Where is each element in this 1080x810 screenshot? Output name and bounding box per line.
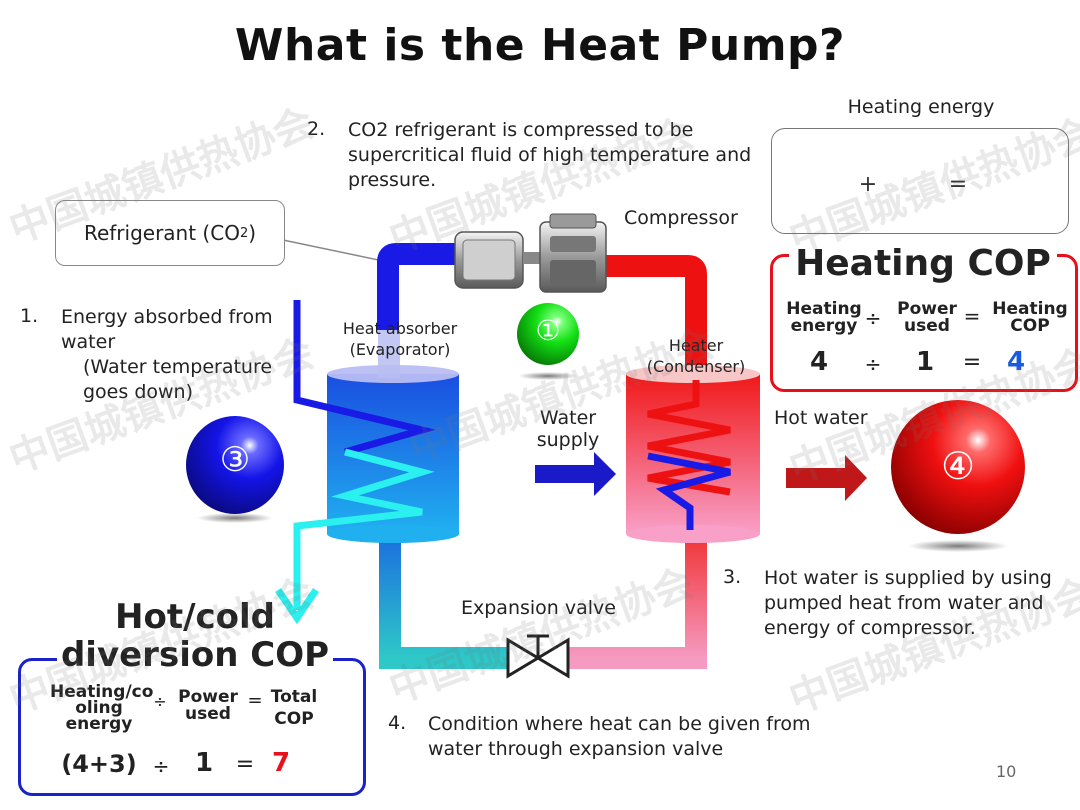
heating-cop-result: 4 [1006, 347, 1026, 377]
hot-water-arrow [786, 455, 867, 501]
diversion-cop-value2: 1 [194, 748, 214, 778]
water-supply-label: Water supply [536, 407, 600, 451]
expansion-valve-icon [506, 634, 570, 679]
step4-number: 4. [388, 712, 407, 734]
equals-sign: = [948, 172, 968, 197]
page-number: 10 [996, 762, 1017, 781]
small-ball-four-label: ④ [1001, 164, 1023, 192]
step3-number: 3. [723, 566, 742, 588]
diversion-cop-value1: (4+3) [61, 750, 137, 778]
hot-water-label: Hot water [774, 407, 868, 429]
absorber-label: Heat absorber (Evaporator) [342, 319, 458, 359]
ball-one-large [517, 303, 579, 365]
ball-three-label: ③ [219, 440, 251, 480]
step3-text: Hot water is supplied by using pumped he… [764, 567, 1052, 639]
diversion-cop-title: Hot/cold diversion COP [40, 597, 350, 675]
heating-cop-value1: 4 [809, 347, 829, 377]
diversion-cop-value-eq: = [235, 752, 255, 777]
heater-label: Heater (Condenser) [646, 336, 746, 376]
step1-text: Energy absorbed from water (Water temper… [61, 306, 273, 403]
pipe-bottom-right [556, 530, 707, 669]
pipe-bottom-left [379, 530, 520, 669]
expansion-valve-label: Expansion valve [461, 597, 616, 619]
diversion-cop-result: 7 [271, 748, 291, 778]
diversion-cop-div-sign: ÷ [153, 692, 167, 711]
small-ball-one-label: ① [903, 172, 921, 193]
heating-cop-value-div: ÷ [864, 352, 882, 376]
page-title: What is the Heat Pump? [234, 20, 846, 71]
pipe-red-top [600, 255, 707, 380]
step2-text: CO2 refrigerant is compressed to be supe… [348, 119, 752, 191]
evaporator-coil-in [293, 300, 436, 456]
callout-pointer [282, 239, 389, 263]
step4-text: Condition where heat can be given from w… [428, 713, 811, 760]
small-ball-three-label: ③ [810, 170, 830, 195]
condenser-coil-blue [647, 452, 731, 530]
heating-energy-box [771, 128, 1069, 234]
plus-sign: + [858, 172, 878, 197]
compressor-label: Compressor [624, 207, 738, 229]
ball-one-label: ① [535, 314, 561, 347]
evaporator-coil-out [293, 448, 435, 590]
step2-number: 2. [307, 118, 326, 140]
diversion-cop-eq-sign: = [247, 690, 263, 711]
ball-four-large [891, 400, 1025, 534]
ball-four-label: ④ [940, 444, 976, 488]
heating-cop-value-eq: = [962, 350, 982, 375]
heating-energy-label: Heating energy [847, 96, 995, 118]
ball-three-large [186, 416, 284, 514]
water-supply-arrow [535, 452, 616, 496]
heating-cop-title: Heating COP [770, 243, 1076, 284]
heating-cop-div-sign: ÷ [864, 306, 882, 330]
condenser-coil-red [647, 380, 731, 496]
heating-cop-value2: 1 [915, 347, 935, 377]
diversion-cop-value-div: ÷ [152, 754, 170, 778]
compressor-icon [454, 213, 607, 293]
pipe-blue-top [377, 243, 470, 330]
step1-number: 1. [20, 305, 39, 327]
heating-cop-eq-sign: = [963, 304, 981, 328]
